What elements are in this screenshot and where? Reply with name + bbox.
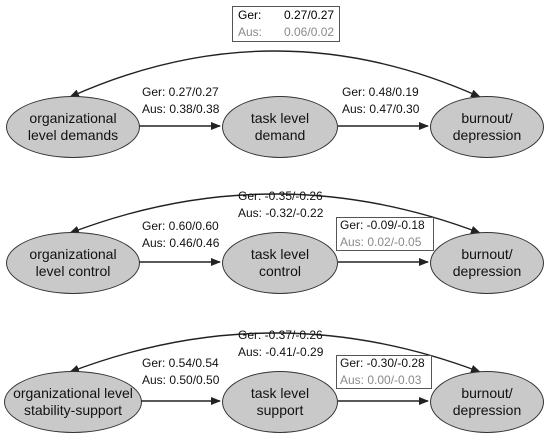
ger-coeff: Ger: 0.27/0.27 — [142, 85, 219, 99]
org-task-coeffs-2: Ger: 0.60/0.60 Aus: 0.46/0.46 — [142, 218, 219, 252]
ger-coeff: Ger: -0.30/-0.28 — [340, 356, 425, 370]
task-outcome-coeffs-1: Ger: 0.48/0.19 Aus: 0.47/0.30 — [342, 84, 419, 118]
node-burnout-1: burnout/ depression — [430, 96, 544, 158]
ger-coeff: Ger: -0.37/-0.26 — [238, 328, 323, 342]
aus-value: 0.06/0.02 — [284, 25, 335, 39]
node-task-demand: task level demand — [222, 96, 338, 158]
aus-coeff: Aus: 0.02/-0.05 — [340, 235, 422, 249]
ger-value: 0.27/0.27 — [284, 8, 335, 22]
aus-coeff: Aus: 0.38/0.38 — [142, 102, 220, 116]
node-burnout-3: burnout/ depression — [430, 371, 544, 433]
org-task-coeffs-3: Ger: 0.54/0.54 Aus: 0.50/0.50 — [142, 355, 219, 389]
direct-effect-label-1: Ger: 0.27/0.27 Aus: 0.06/0.02 — [238, 7, 334, 41]
node-organizational-stability-support: organizational level stability-support — [4, 371, 142, 433]
direct-effect-label-3: Ger: -0.37/-0.26 Aus: -0.41/-0.29 — [238, 327, 323, 361]
direct-arc-3 — [69, 332, 481, 373]
aus-coeff: Aus: 0.00/-0.03 — [340, 373, 422, 387]
aus-coeff: Aus: 0.46/0.46 — [142, 236, 220, 250]
node-task-support: task level support — [222, 371, 338, 433]
direct-arc-2 — [69, 193, 481, 234]
ger-coeff: Ger: 0.48/0.19 — [342, 85, 419, 99]
node-task-control: task level control — [222, 232, 338, 294]
org-task-coeffs-1: Ger: 0.27/0.27 Aus: 0.38/0.38 — [142, 84, 219, 118]
task-outcome-box-2 — [336, 217, 434, 251]
direct-arc-1 — [69, 50, 481, 98]
task-outcome-box-3 — [336, 355, 432, 389]
direct-effect-label-2: Ger: -0.35/-0.26 Aus: -0.32/-0.22 — [238, 188, 323, 222]
aus-coeff: Aus: -0.41/-0.29 — [238, 345, 324, 359]
node-organizational-control: organizational level control — [6, 232, 140, 294]
ger-coeff: Ger: 0.60/0.60 — [142, 219, 219, 233]
ger-coeff: Ger: 0.54/0.54 — [142, 356, 219, 370]
task-outcome-coeffs-3: Ger: -0.30/-0.28 Aus: 0.00/-0.03 — [340, 355, 425, 389]
node-burnout-2: burnout/ depression — [430, 232, 544, 294]
aus-coeff: Aus: 0.47/0.30 — [342, 102, 420, 116]
aus-coeff: Aus: 0.50/0.50 — [142, 373, 220, 387]
ger-coeff: Ger: -0.35/-0.26 — [238, 189, 323, 203]
ger-key: Ger: — [238, 8, 262, 22]
task-outcome-coeffs-2: Ger: -0.09/-0.18 Aus: 0.02/-0.05 — [340, 217, 425, 251]
direct-effect-box-1 — [232, 6, 340, 42]
aus-coeff: Aus: -0.32/-0.22 — [238, 206, 324, 220]
aus-key: Aus: — [238, 25, 263, 39]
ger-coeff: Ger: -0.09/-0.18 — [340, 218, 425, 232]
node-organizational-demands: organizational level demands — [6, 96, 140, 158]
